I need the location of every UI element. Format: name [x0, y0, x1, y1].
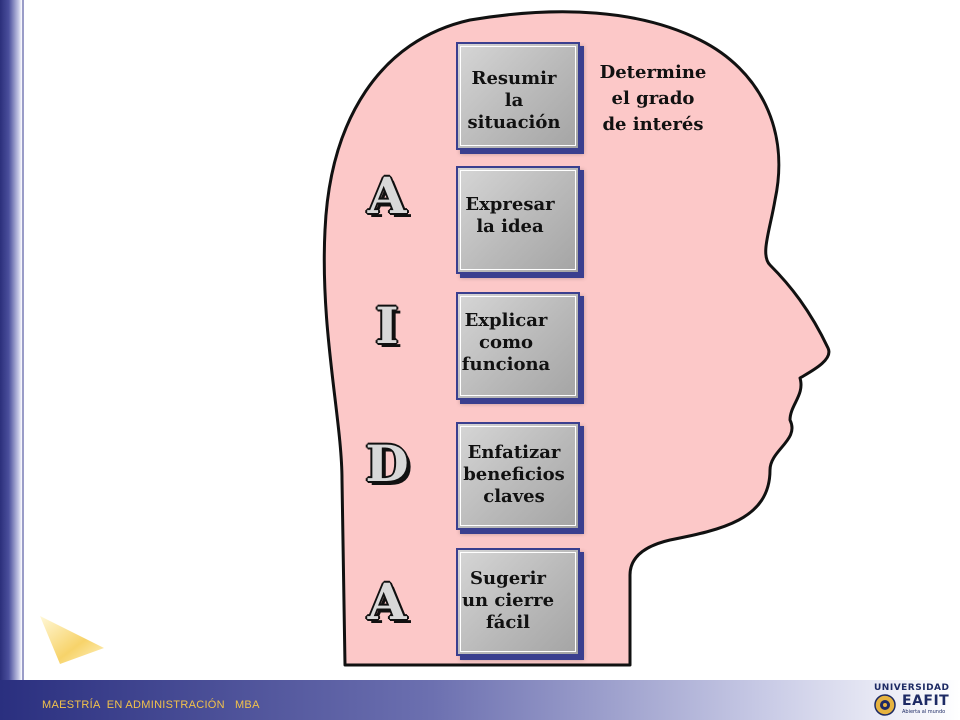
- aida-letter-desire: D: [365, 434, 409, 493]
- seal-icon: [874, 694, 896, 716]
- step-box-close: [456, 548, 580, 656]
- aida-letter-action: A: [367, 572, 407, 631]
- footer-bar: [0, 680, 960, 720]
- logo-line-university: UNIVERSIDAD: [874, 683, 950, 693]
- university-logo: UNIVERSIDAD EAFIT Abierta al mundo: [866, 681, 956, 719]
- aida-letter-interest: I: [375, 296, 399, 355]
- logo-line-name: EAFIT: [902, 693, 950, 709]
- step-box-express-idea: [456, 166, 580, 274]
- interest-note: Determine el grado de interés: [599, 62, 707, 135]
- step-summarize-label: Resumir la situación: [467, 68, 561, 133]
- step-close-label: Sugerir un cierre fácil: [461, 568, 555, 633]
- step-box-summarize: [456, 42, 580, 150]
- logo-line-motto: Abierta al mundo: [902, 709, 946, 715]
- step-express-idea-label: Expresar la idea: [465, 194, 555, 237]
- arrow-decoration-icon: [40, 616, 104, 664]
- footer-program-label: MAESTRÍA EN ADMINISTRACIÓN MBA: [42, 699, 260, 711]
- step-explain-label: Explicar como funciona: [461, 310, 551, 375]
- step-box-explain: [456, 292, 580, 400]
- left-accent-line: [22, 0, 24, 680]
- aida-letter-attention: A: [367, 166, 407, 225]
- step-box-benefits: [456, 422, 580, 530]
- left-accent-bar: [0, 0, 22, 680]
- step-benefits-label: Enfatizar beneficios claves: [463, 442, 565, 507]
